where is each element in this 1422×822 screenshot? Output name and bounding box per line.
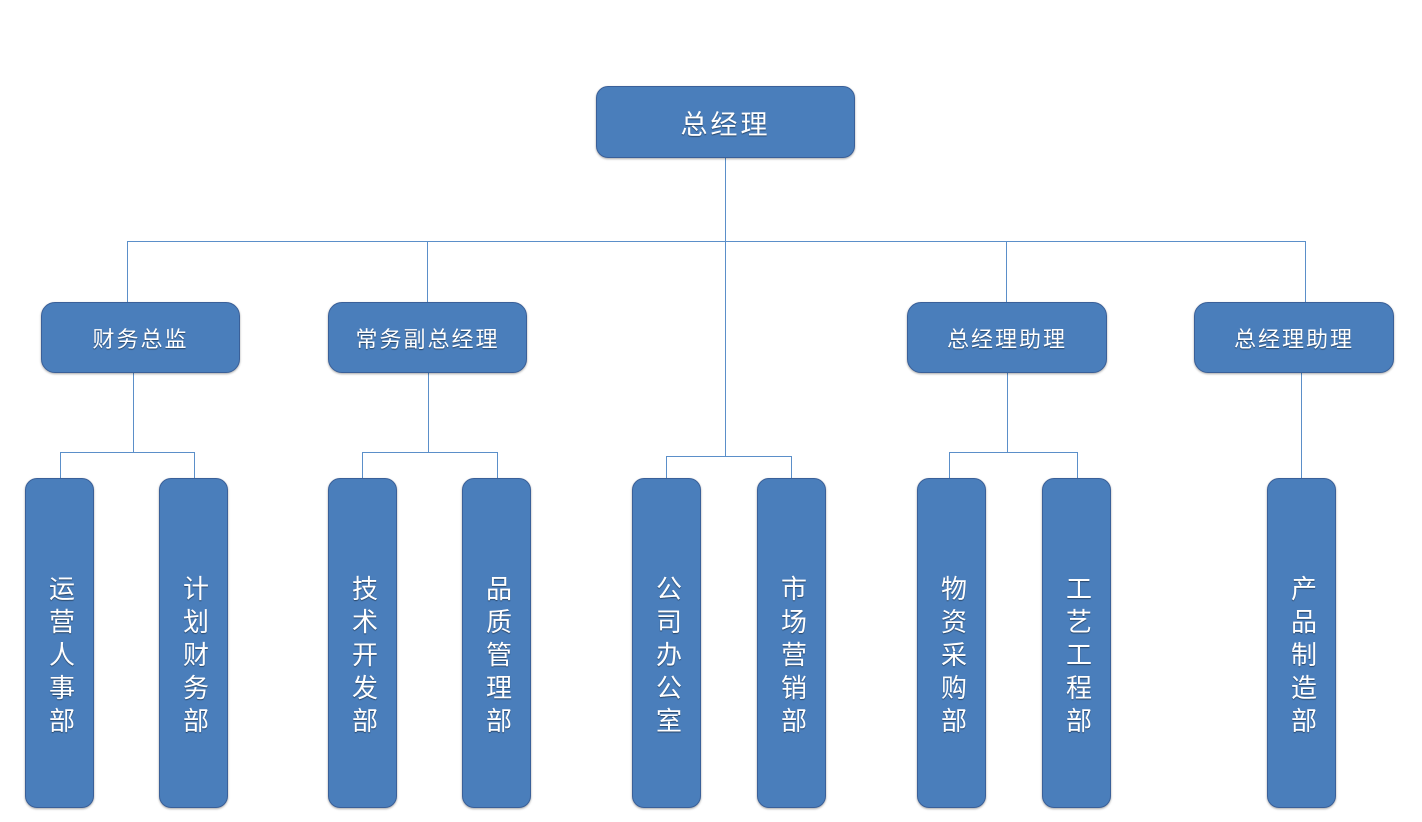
connector-main-bus: [127, 241, 1306, 242]
node-label-finance-director: 财务总监: [92, 326, 189, 352]
node-quality-management-dept[interactable]: 品质管理部: [462, 478, 531, 808]
node-company-office[interactable]: 公司办公室: [632, 478, 701, 808]
node-planning-finance-dept[interactable]: 计划财务部: [159, 478, 228, 808]
connector-bus-executive-deputy-gm: [362, 452, 497, 453]
node-general-manager[interactable]: 总经理: [596, 86, 855, 158]
connector-stem-gm-assistant-1: [1007, 373, 1008, 452]
connector-bus-general-manager-direct: [666, 456, 791, 457]
connector-drop-quality-management-dept: [497, 452, 498, 478]
connector-stem-finance-director: [133, 373, 134, 452]
node-tech-development-dept[interactable]: 技术开发部: [328, 478, 397, 808]
connector-bus-finance-director: [60, 452, 194, 453]
connector-drop-gm-assistant-2: [1305, 241, 1306, 303]
node-label-process-engineering-dept: 工艺工程部: [1062, 574, 1092, 740]
connector-drop-procurement-dept: [949, 452, 950, 478]
node-label-manufacturing-dept: 产品制造部: [1287, 574, 1317, 740]
node-label-general-manager: 总经理: [680, 109, 771, 140]
node-label-company-office: 公司办公室: [652, 574, 682, 740]
connector-stem-gm-assistant-2: [1301, 373, 1302, 478]
connector-drop-tech-development-dept: [362, 452, 363, 478]
connector-gm-center-extension: [725, 241, 726, 456]
node-label-gm-assistant-1: 总经理助理: [946, 326, 1067, 352]
node-label-marketing-dept: 市场营销部: [777, 574, 807, 740]
node-process-engineering-dept[interactable]: 工艺工程部: [1042, 478, 1111, 808]
connector-stem-executive-deputy-gm: [428, 373, 429, 452]
node-gm-assistant-2[interactable]: 总经理助理: [1194, 302, 1394, 373]
connector-drop-process-engineering-dept: [1077, 452, 1078, 478]
connector-drop-finance-director: [127, 241, 128, 303]
connector-drop-executive-deputy-gm: [427, 241, 428, 303]
node-finance-director[interactable]: 财务总监: [41, 302, 240, 373]
node-operations-hr-dept[interactable]: 运营人事部: [25, 478, 94, 808]
node-procurement-dept[interactable]: 物资采购部: [917, 478, 986, 808]
node-label-planning-finance-dept: 计划财务部: [179, 574, 209, 740]
node-executive-deputy-gm[interactable]: 常务副总经理: [328, 302, 527, 373]
connector-drop-gm-assistant-1: [1006, 241, 1007, 303]
node-label-quality-management-dept: 品质管理部: [482, 574, 512, 740]
connector-bus-gm-assistant-1: [949, 452, 1077, 453]
connector-gm-stem: [725, 158, 726, 242]
node-label-procurement-dept: 物资采购部: [937, 574, 967, 740]
node-marketing-dept[interactable]: 市场营销部: [757, 478, 826, 808]
node-label-gm-assistant-2: 总经理助理: [1233, 326, 1354, 352]
connector-drop-company-office: [666, 456, 667, 478]
node-gm-assistant-1[interactable]: 总经理助理: [907, 302, 1107, 373]
connector-drop-marketing-dept: [791, 456, 792, 478]
node-label-tech-development-dept: 技术开发部: [348, 574, 378, 740]
node-label-operations-hr-dept: 运营人事部: [45, 574, 75, 740]
connector-drop-operations-hr-dept: [60, 452, 61, 478]
connector-drop-planning-finance-dept: [194, 452, 195, 478]
node-label-executive-deputy-gm: 常务副总经理: [355, 326, 500, 352]
node-manufacturing-dept[interactable]: 产品制造部: [1267, 478, 1336, 808]
